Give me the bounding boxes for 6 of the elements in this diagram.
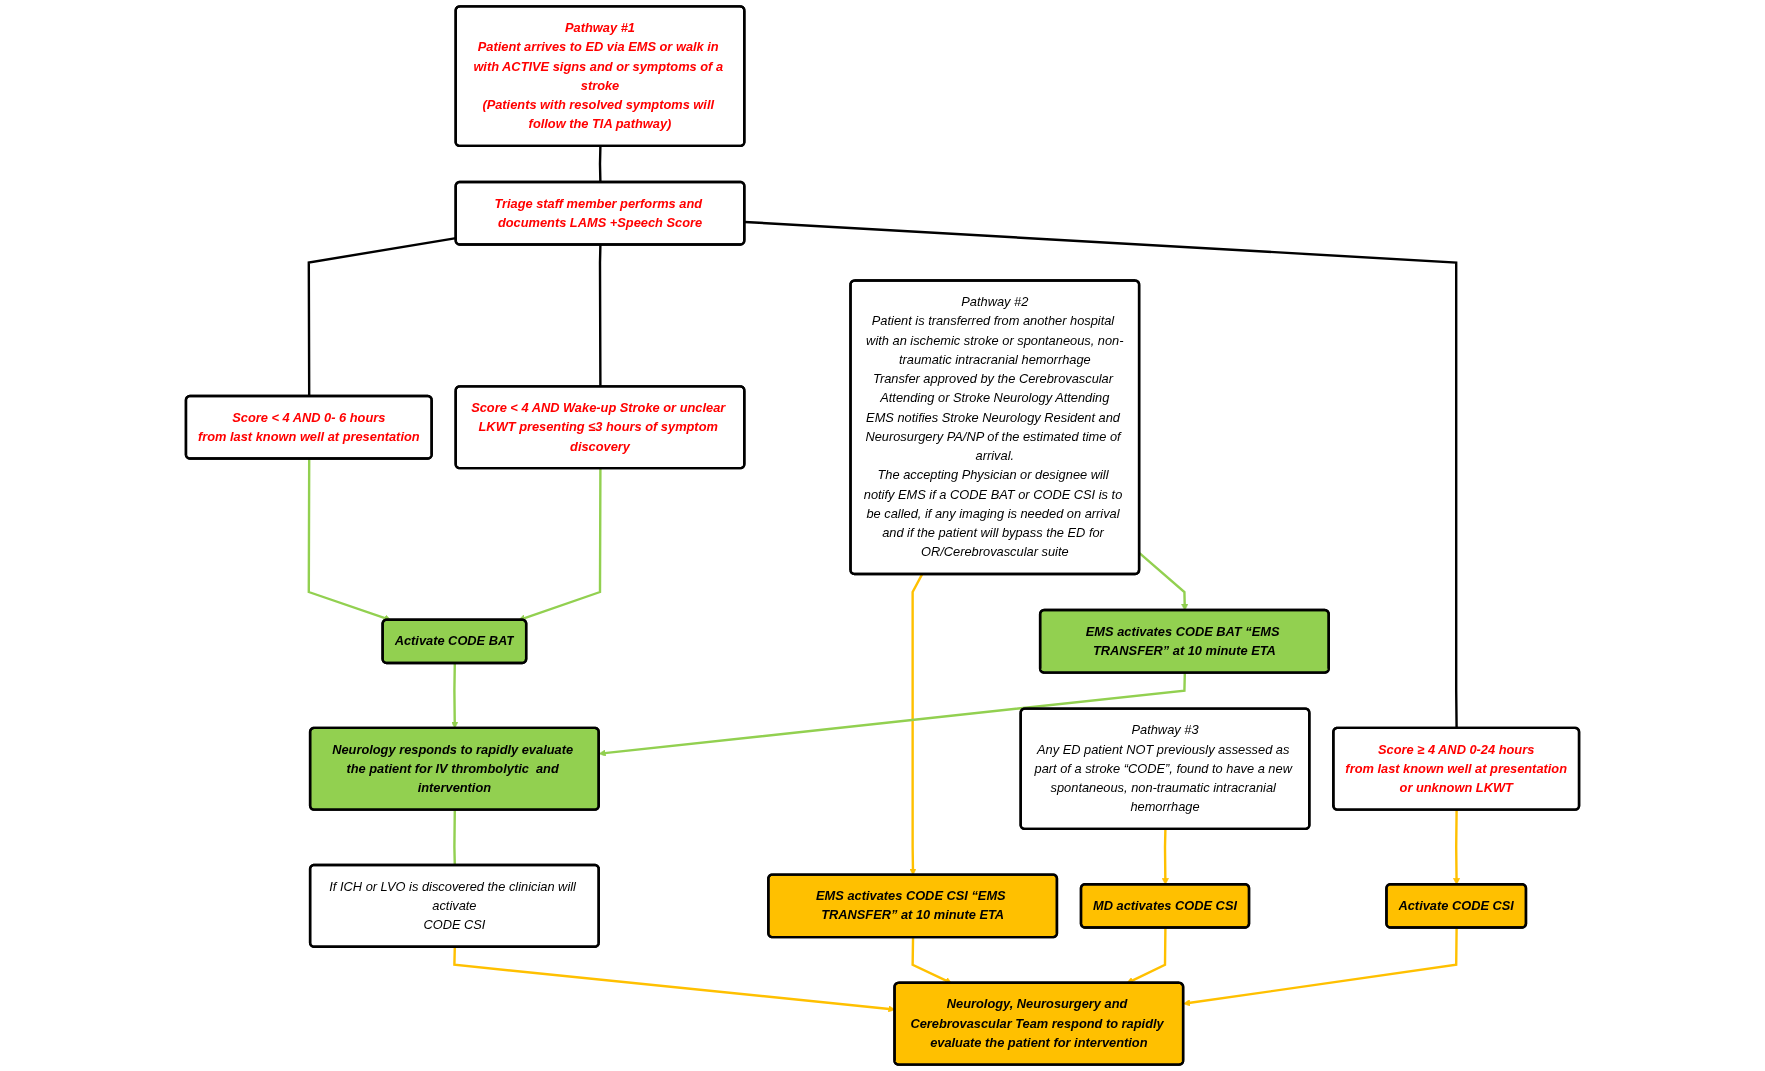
- arrow: [598, 672, 1186, 757]
- arrow: [1161, 829, 1169, 885]
- arrow: [1183, 927, 1458, 1007]
- connector: [598, 244, 602, 387]
- arrow: [1453, 810, 1461, 885]
- arrow: [518, 468, 602, 622]
